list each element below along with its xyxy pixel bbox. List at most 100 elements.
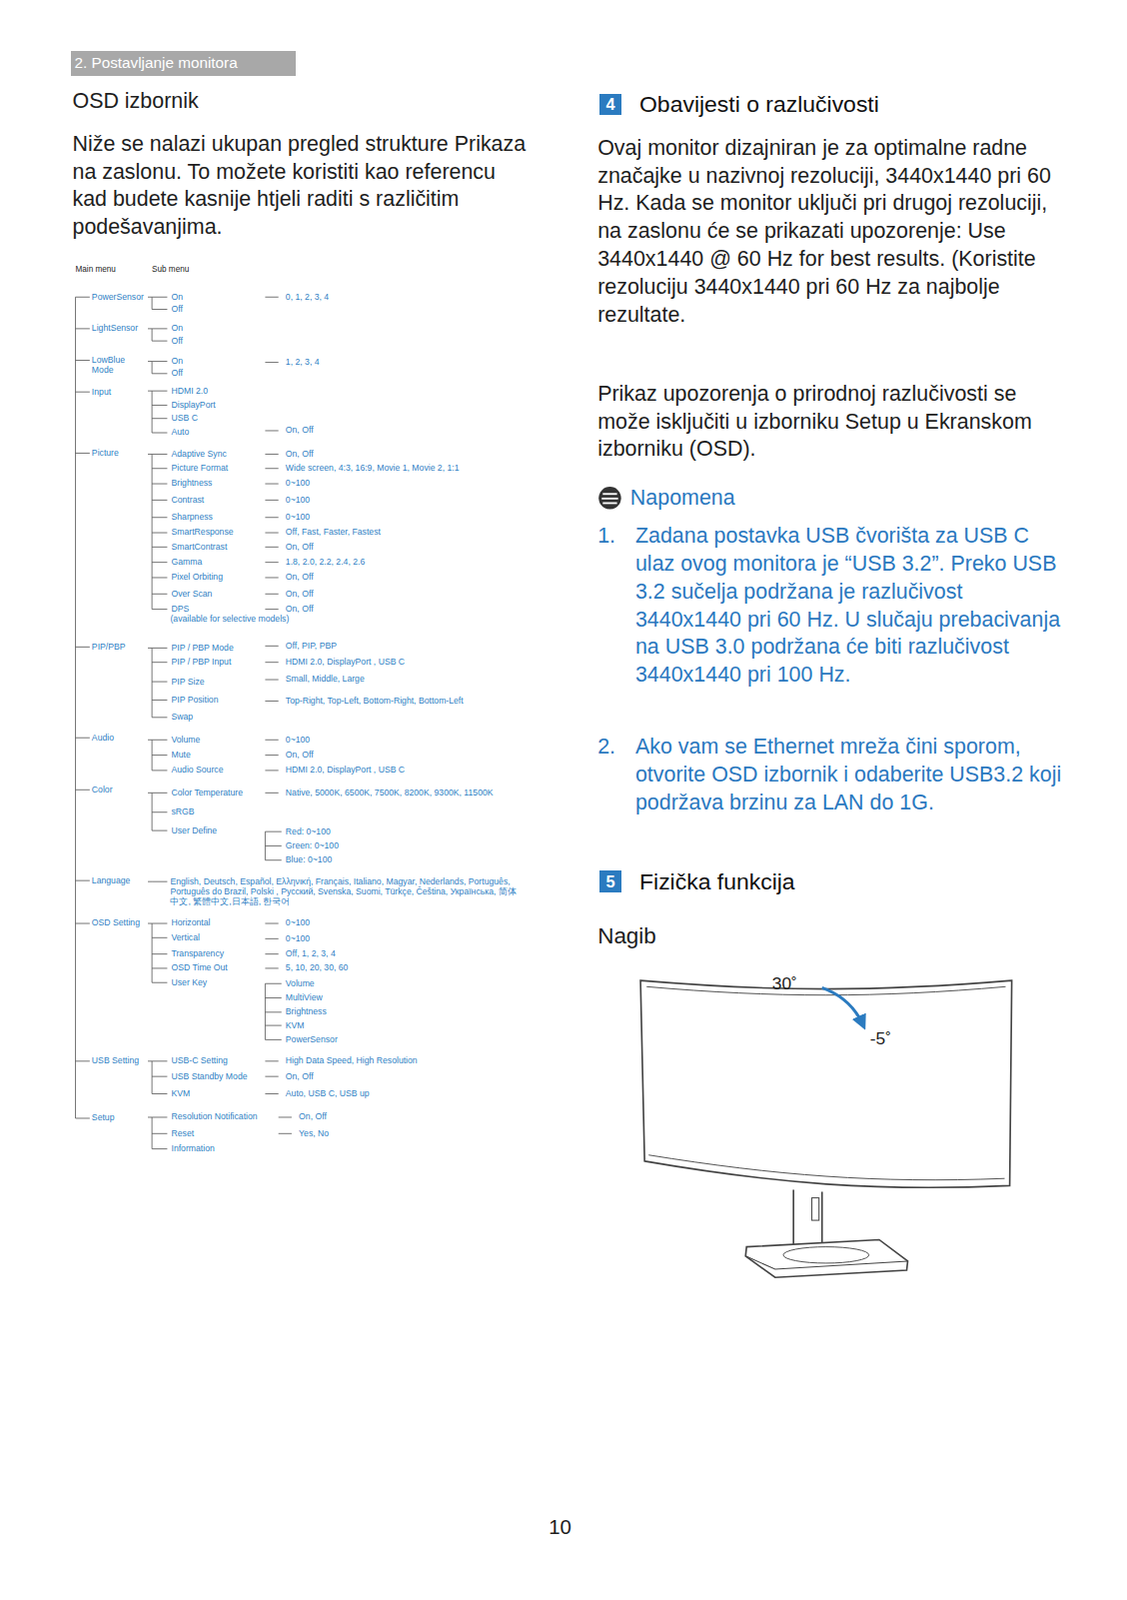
sub-menu-item: English, Deutsch, Español, Ελληνική, Fra…	[169, 876, 522, 908]
option-values: Small, Middle, Large	[285, 673, 365, 684]
sub-menu-item: PIP Size	[170, 676, 204, 687]
tree-line	[75, 923, 90, 925]
tree-line	[147, 1116, 152, 1118]
tree-line	[264, 679, 278, 681]
sub-menu-item: sRGB	[170, 806, 194, 817]
tree-line	[151, 1116, 167, 1118]
text-block: Ako vam se Ethernet mreža čini sporom, o…	[635, 733, 1065, 818]
tree-line	[264, 983, 281, 985]
tree-line	[151, 982, 167, 984]
tree-line	[151, 453, 153, 609]
tree-line	[151, 483, 167, 485]
tree-line	[151, 937, 167, 939]
tree-line	[264, 923, 278, 925]
option-values: Auto, USB C, USB up	[285, 1088, 370, 1099]
tree-line	[151, 516, 167, 518]
option-values: Wide screen, 4:3, 16:9, Movie 1, Movie 2…	[285, 462, 460, 473]
sub-menu-item: On	[170, 322, 183, 333]
option-values: On, Off	[285, 749, 314, 760]
tree-line	[151, 699, 167, 701]
option-values: 0~100	[285, 734, 310, 745]
sub-menu-item: Horizontal	[170, 917, 210, 928]
sub-menu-item: User Define	[170, 825, 217, 836]
option-values: 5, 10, 20, 30, 60	[285, 962, 349, 973]
sub-menu-item: SmartResponse	[170, 526, 233, 537]
sub-menu-item: Auto	[170, 426, 189, 437]
tree-line	[151, 792, 153, 831]
tree-line	[264, 997, 281, 999]
tree-line	[264, 645, 278, 647]
tree-line	[278, 1116, 292, 1118]
sub-menu-item: Volume	[170, 734, 200, 745]
small-note: (available for selective models)	[169, 613, 289, 624]
tree-line	[278, 1132, 292, 1134]
sub-menu-item: Off	[170, 335, 182, 346]
text-block: OSD izbornik	[71, 87, 198, 116]
chapter-header-bar: 2. Postavljanje monitora	[70, 50, 296, 75]
sub-menu-item: User Key	[170, 977, 207, 988]
sub-menu-item: KVM	[170, 1088, 190, 1099]
option-values: 0~100	[285, 511, 310, 522]
tree-line	[151, 647, 167, 649]
sub-option: KVM	[285, 1020, 305, 1031]
tree-line	[264, 739, 278, 741]
tree-line	[151, 1147, 167, 1149]
sub-menu-item: Mute	[170, 749, 190, 760]
sub-menu-item: Adaptive Sync	[170, 448, 226, 459]
tree-line	[264, 831, 281, 833]
tree-line	[264, 1025, 281, 1027]
sub-menu-item: Off	[170, 367, 182, 378]
small-note: Sub menu	[151, 264, 189, 275]
option-values: Off, Fast, Faster, Fastest	[285, 526, 381, 537]
tree-line	[151, 404, 167, 406]
sub-menu-item: USB C	[170, 412, 197, 423]
tree-line	[147, 1060, 152, 1062]
tree-line	[151, 647, 153, 717]
tree-line	[75, 359, 90, 361]
tree-line	[264, 845, 281, 847]
tree-line	[151, 608, 167, 610]
tree-line	[264, 754, 278, 756]
sub-menu-item: Sharpness	[170, 511, 212, 522]
tree-line	[264, 361, 278, 363]
tree-line	[264, 532, 278, 534]
tree-line	[151, 593, 167, 595]
section-number: 4	[599, 93, 621, 115]
option-values: On, Off	[285, 448, 314, 459]
tree-line	[74, 296, 76, 1119]
tree-line	[264, 296, 278, 298]
option-values: High Data Speed, High Resolution	[285, 1055, 418, 1066]
text-block: Niže se nalazi ukupan pregled strukture …	[71, 130, 533, 242]
tree-line	[75, 1060, 90, 1062]
tree-line	[151, 681, 167, 683]
tree-line	[151, 830, 167, 832]
note-icon	[598, 486, 621, 509]
sub-menu-item: Swap	[170, 711, 193, 722]
text-block: Napomena	[630, 484, 736, 513]
sub-menu-item: Off	[170, 303, 182, 314]
tree-line	[151, 532, 167, 534]
tree-line	[264, 499, 278, 501]
sub-menu-item: Pixel Orbiting	[170, 571, 222, 582]
tree-line	[151, 417, 167, 419]
small-note: Main menu	[75, 264, 116, 275]
main-menu-item: Color	[91, 784, 113, 795]
sub-menu-item: On	[170, 291, 183, 302]
option-values: 0~100	[285, 477, 310, 488]
option-values: On, Off	[298, 1111, 327, 1122]
tree-line	[151, 432, 167, 434]
main-menu-item: OSD Setting	[91, 917, 140, 928]
option-values: On, Off	[285, 541, 314, 552]
main-menu-item: LightSensor	[91, 322, 138, 333]
tree-line	[151, 1132, 167, 1134]
tree-line	[147, 453, 152, 455]
sub-menu-item: Transparency	[170, 948, 224, 959]
tree-line	[264, 859, 281, 861]
sub-menu-item: Gamma	[170, 556, 202, 567]
tree-line	[151, 340, 167, 342]
main-menu-item: Setup	[91, 1112, 115, 1123]
tree-line	[151, 390, 153, 433]
sub-menu-item: DPS	[170, 603, 189, 614]
tree-line	[264, 576, 278, 578]
tree-line	[151, 546, 167, 548]
